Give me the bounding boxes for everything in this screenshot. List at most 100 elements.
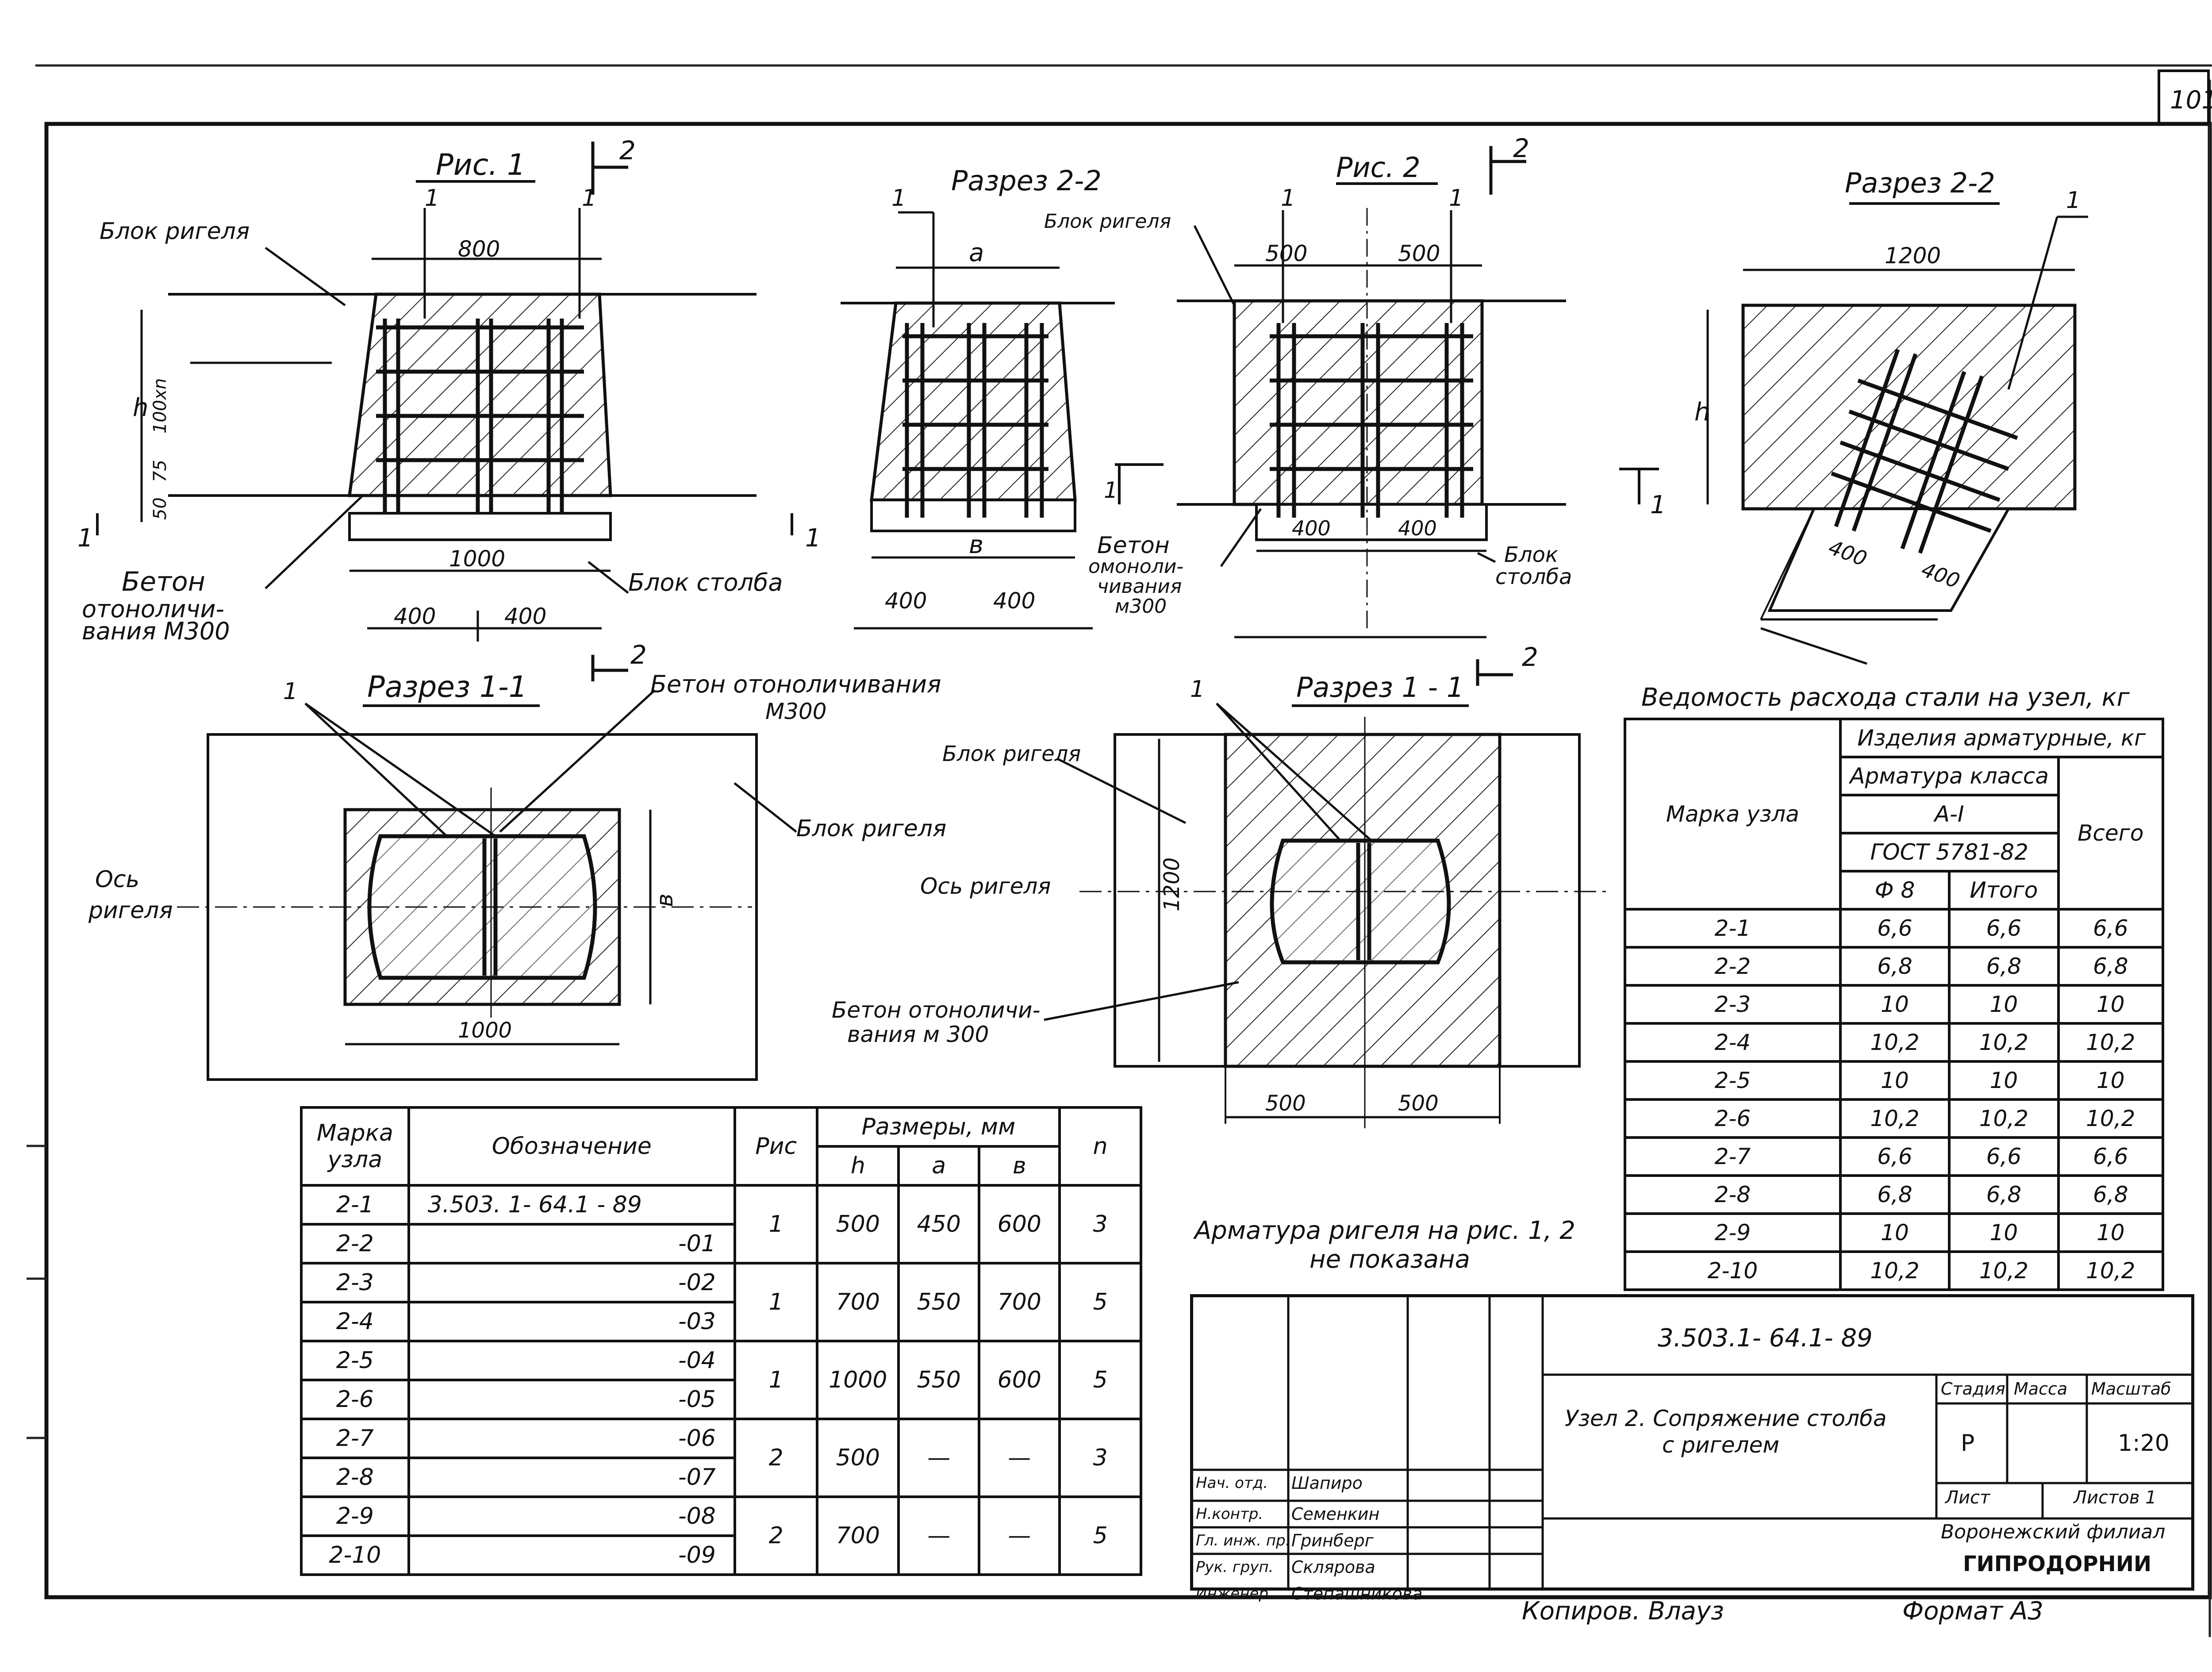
- cut11b-dim-500-left: 500: [1265, 1091, 1306, 1116]
- cell-total: 6,8: [2057, 1174, 2165, 1215]
- cell-mark: 2-8: [300, 1457, 410, 1498]
- cell-designation: 3.503. 1- 64.1 - 89: [407, 1184, 736, 1226]
- cell-d8: 10: [1839, 1060, 1951, 1101]
- cell-d8: 6,8: [1839, 1174, 1951, 1215]
- cell-mark: 2-5: [300, 1340, 410, 1381]
- sheet-frame: [27, 64, 2212, 1637]
- th-sizes: Размеры, мм: [816, 1106, 1061, 1148]
- cut11b-pos-1: 1: [1190, 676, 1205, 703]
- th-h: h: [816, 1145, 900, 1187]
- cell-mark: 2-4: [1624, 1022, 1842, 1063]
- cut11a-title: Разрез 1-1: [367, 670, 527, 704]
- fig2-label-blok-rigelya: Блок ригеля: [1044, 210, 1171, 233]
- nodes-table: Марка узла Обозначение Рис Размеры, мм n…: [300, 1106, 1142, 1576]
- person-name: Степашникова: [1291, 1584, 1423, 1603]
- cell-n: 5: [1058, 1495, 1142, 1576]
- fig1-dim-75: 75: [150, 460, 170, 482]
- cell-designation: -03: [407, 1301, 736, 1342]
- fig1-sec-1-right: 1: [805, 524, 821, 553]
- fig1-label-beton: Бетон: [122, 566, 205, 597]
- fig1-dim-400-left: 400: [394, 603, 436, 629]
- cell-total: 6,6: [2057, 1136, 2165, 1177]
- cut22b-dim-h: h: [1694, 398, 1710, 427]
- table-row: 2-3 -02 1 700 550 700 5: [300, 1262, 1142, 1342]
- cell-designation: -09: [407, 1534, 736, 1576]
- cell-b: 600: [978, 1184, 1061, 1265]
- fig2-dim-400-right: 400: [1398, 516, 1437, 540]
- role-label: Гл. инж. пр.: [1196, 1532, 1290, 1549]
- table-row: 2-1 3.503. 1- 64.1 - 89 1 500 450 600 3: [300, 1184, 1142, 1265]
- fig1-pos-1-left: 1: [425, 185, 439, 211]
- cell-mark: 2-6: [1624, 1098, 1842, 1139]
- cut11b-label-os: Ось ригеля: [920, 873, 1051, 899]
- format-label: Формат А3: [1902, 1597, 2043, 1626]
- th-designation: Обозначение: [407, 1106, 736, 1187]
- cell-subtotal: 10,2: [1948, 1022, 2060, 1063]
- cell-n: 3: [1058, 1418, 1142, 1498]
- cell-mark: 2-3: [1624, 984, 1842, 1025]
- table-row: 2-9 -08 2 700 — — 5: [300, 1495, 1142, 1576]
- cell-mark: 2-7: [1624, 1136, 1842, 1177]
- cell-subtotal: 6,6: [1948, 908, 2060, 949]
- cell-designation: -04: [407, 1340, 736, 1381]
- role-label: Нач. отд.: [1196, 1474, 1268, 1492]
- cell-mark: 2-4: [300, 1301, 410, 1342]
- cell-total: 10,2: [2057, 1250, 2165, 1291]
- cell-designation: -07: [407, 1457, 736, 1498]
- cell-mark: 2-10: [300, 1534, 410, 1576]
- th-class: Арматура класса: [1839, 756, 2060, 796]
- table-row: 2-7 -06 2 500 — — 3: [300, 1418, 1142, 1498]
- role-label: Рук. груп.: [1196, 1558, 1274, 1576]
- cell-total: 10,2: [2057, 1022, 2165, 1063]
- th-a: а: [897, 1145, 981, 1187]
- fig2-label-blok-stolba-2: столба: [1495, 565, 1572, 589]
- cell-d8: 6,6: [1839, 1136, 1951, 1177]
- stage-header: Стадия: [1941, 1379, 2005, 1399]
- cut11a-drawing: [177, 689, 797, 1081]
- cell-fig: 2: [733, 1418, 819, 1498]
- cell-total: 10,2: [2057, 1098, 2165, 1139]
- cell-total: 10: [2057, 1212, 2165, 1253]
- fig1-label-beton-2: отоноличи-: [82, 595, 224, 623]
- fig2-label-beton-2: омоноли-: [1088, 555, 1183, 578]
- org-name-2: ГИПРОДОРНИИ: [1963, 1552, 2152, 1576]
- cell-fig: 1: [733, 1262, 819, 1342]
- fig2-pos-1-right: 1: [1449, 185, 1463, 211]
- cell-fig: 1: [733, 1340, 819, 1420]
- cut22b-drawing: [1619, 202, 2088, 665]
- fig1-dim-800: 800: [458, 236, 500, 262]
- th-total: Всего: [2057, 756, 2165, 911]
- fig1-label-blok-rigelya: Блок ригеля: [100, 218, 250, 245]
- th-mark: Марка узла: [300, 1106, 410, 1187]
- person-name: Гринберг: [1291, 1531, 1374, 1550]
- fig1-sec-1-left: 1: [77, 524, 93, 553]
- cell-subtotal: 10: [1948, 984, 2060, 1025]
- cut11b-title: Разрез 1 - 1: [1296, 671, 1464, 703]
- cut11b-label-blok-rigelya: Блок ригеля: [942, 742, 1081, 766]
- cut22a-dim-400-right: 400: [993, 588, 1035, 614]
- note-line-2: не показана: [1310, 1245, 1470, 1274]
- th-subtotal: Итого: [1948, 870, 2060, 911]
- cut22a-pos-1: 1: [891, 185, 906, 211]
- table-row: 2-6 -05: [300, 1379, 1141, 1420]
- cell-d8: 10,2: [1839, 1098, 1951, 1139]
- cell-mark: 2-5: [1624, 1060, 1842, 1101]
- th-mark: Марка узла: [1624, 718, 1842, 911]
- cell-designation: -05: [407, 1379, 736, 1420]
- cell-h: 700: [816, 1495, 900, 1576]
- cell-a: —: [897, 1418, 981, 1498]
- cell-a: —: [897, 1495, 981, 1576]
- scale-value: 1:20: [2118, 1430, 2170, 1457]
- th-items: Изделия арматурные, кг: [1839, 718, 2165, 758]
- cut11a-dim-b: в: [652, 893, 678, 907]
- fig2-dim-500-right: 500: [1398, 241, 1440, 266]
- cut22a-dim-a: a: [969, 238, 984, 267]
- title-block: 3.503.1- 64.1- 89 Узел 2. Сопряжение сто…: [1190, 1294, 2194, 1603]
- cut11a-label-beton: Бетон отоноличивания: [650, 670, 941, 698]
- cell-total: 10: [2057, 984, 2165, 1025]
- cell-subtotal: 6,8: [1948, 1174, 2060, 1215]
- cut22a-dim-400-left: 400: [885, 588, 927, 614]
